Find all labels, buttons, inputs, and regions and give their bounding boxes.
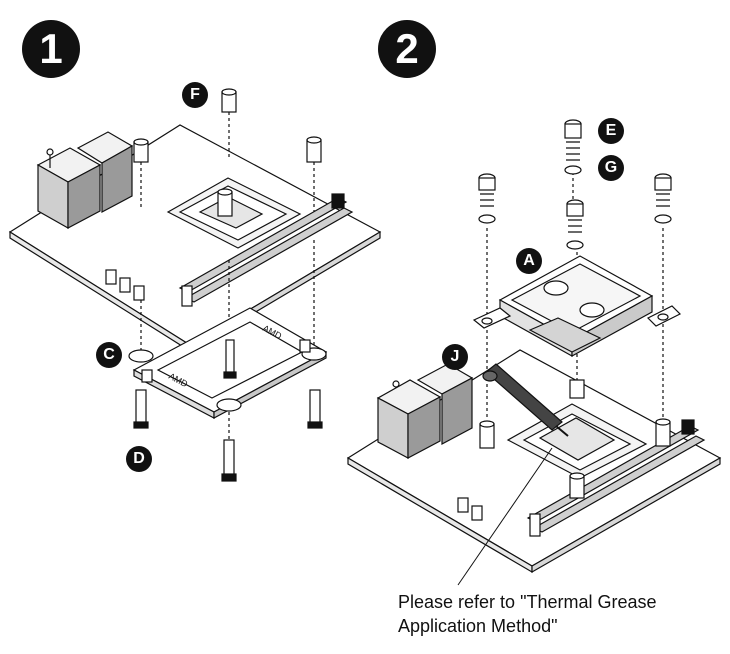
header-pins-icon <box>105 269 145 301</box>
callout-g: G <box>598 155 624 181</box>
spring-screw-icon <box>654 173 672 224</box>
screw-d-icon <box>133 339 323 482</box>
callout-a: A <box>516 248 542 274</box>
step2-assembly <box>346 119 722 586</box>
thermal-grease-syringe-icon <box>482 363 569 437</box>
dimm-slots-icon <box>178 193 354 307</box>
note-line-1: Please refer to "Thermal Grease <box>398 592 657 612</box>
callout-d: D <box>126 446 152 472</box>
heatsink-icon <box>472 255 682 358</box>
callout-j: J <box>442 344 468 370</box>
step1-assembly: AMD AMD <box>8 88 382 482</box>
note-leader-line <box>457 447 553 586</box>
spring-screw-icon <box>566 199 584 250</box>
callout-f: F <box>182 82 208 108</box>
callout-c: C <box>96 342 122 368</box>
standoff-icon <box>479 379 671 499</box>
header-pins-icon <box>457 497 483 521</box>
step-2-badge: 2 <box>378 20 436 78</box>
spring-screw-icon <box>564 119 582 175</box>
cpu-socket-icon <box>166 177 302 249</box>
io-block-icon <box>36 131 134 230</box>
note-line-2: Application Method" <box>398 616 558 636</box>
standoff-icon <box>306 136 322 216</box>
thermal-grease-note: Please refer to "Thermal Grease Applicat… <box>398 590 657 638</box>
io-block-icon <box>376 363 474 459</box>
screw-f-icon <box>221 88 237 160</box>
callout-e: E <box>598 118 624 144</box>
spring-screw-icon <box>478 173 496 224</box>
step-1-badge: 1 <box>22 20 80 78</box>
standoff-icon <box>133 138 149 210</box>
